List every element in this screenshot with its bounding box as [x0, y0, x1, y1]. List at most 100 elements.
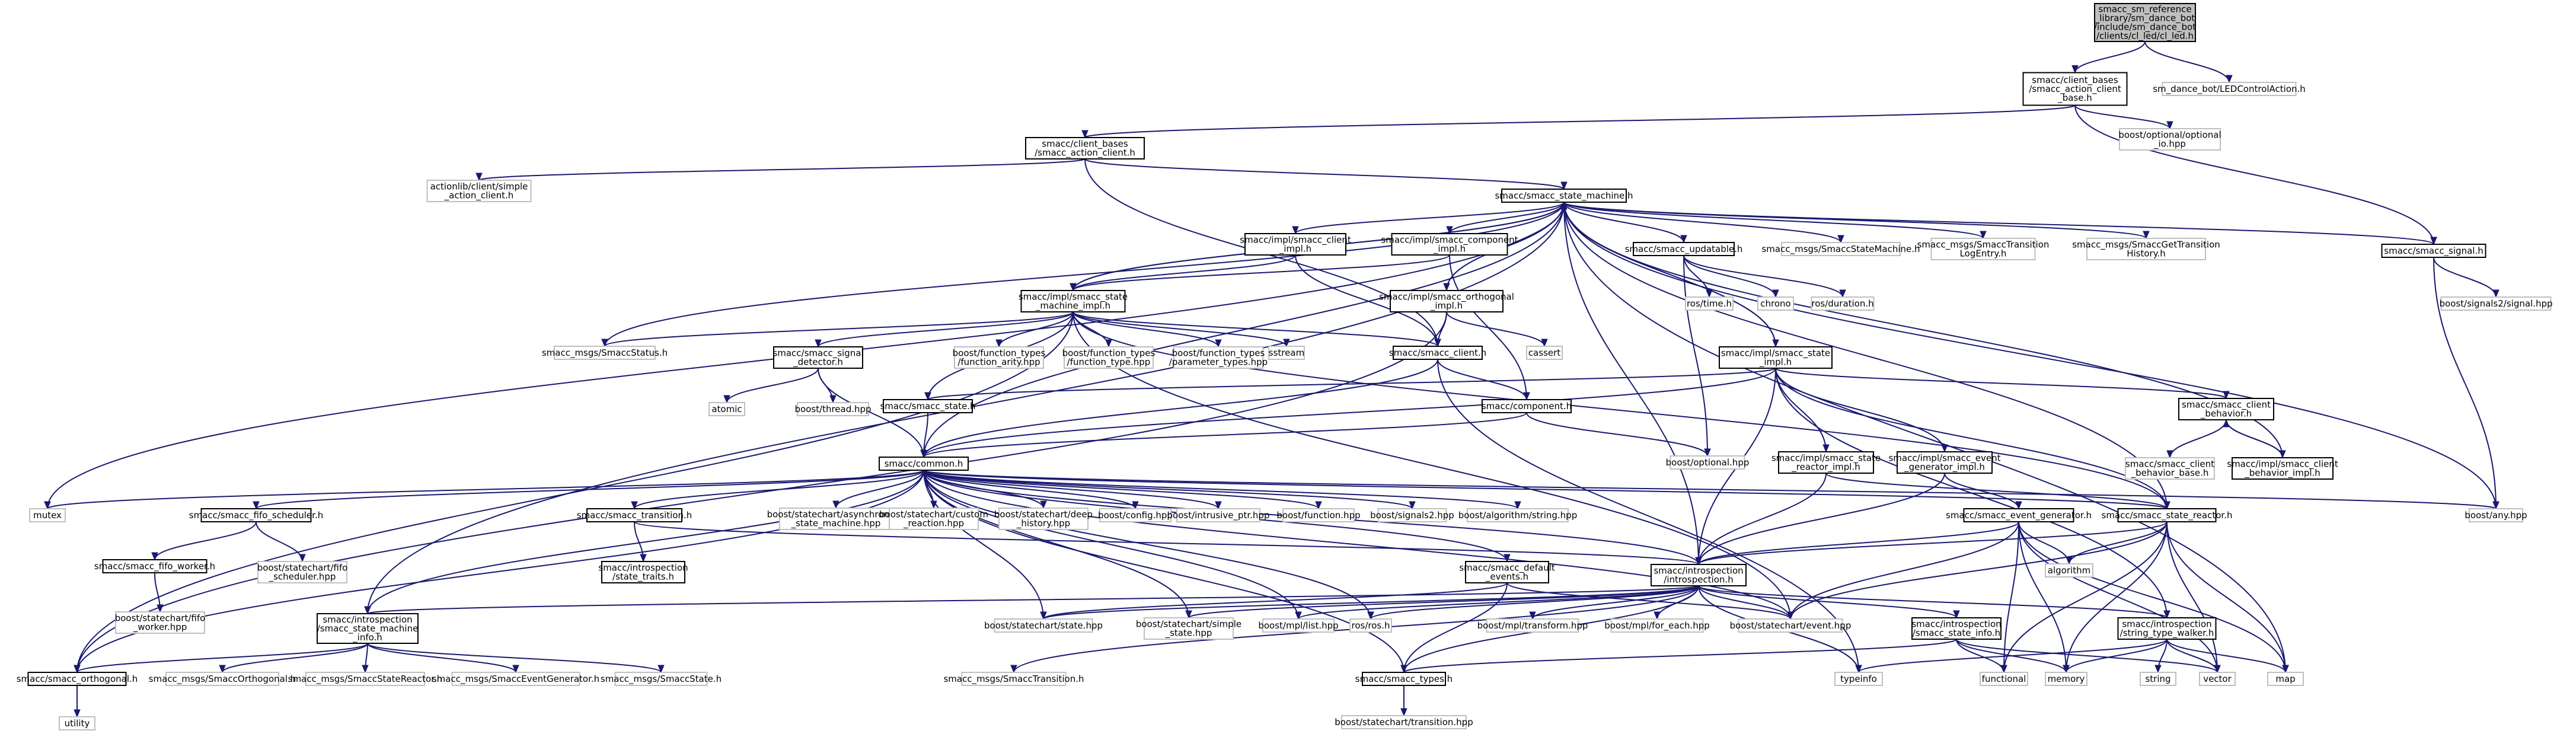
node-label: smacc/smacc_orthogonal.h	[17, 674, 138, 685]
node-sstate[interactable]: smacc/smacc_state.h	[880, 399, 976, 413]
node-trans[interactable]: smacc/smacc_transition.h	[577, 508, 692, 522]
node-box	[1834, 672, 1883, 686]
node-impsm[interactable]: smacc/impl/smacc_state_machine_impl.h	[1019, 290, 1128, 312]
node-box	[797, 402, 869, 416]
node-label: smacc/impl/smacc_state_reactor_impl.h	[1771, 453, 1881, 473]
node-label-line: _impl.h	[1430, 301, 1463, 312]
node-sinfo[interactable]: smacc/introspection/smacc_state_info.h	[1911, 617, 2002, 640]
node-bfparam: boost/function_types/parameter_types.hpp	[1169, 346, 1268, 369]
node-comp[interactable]: smacc/component.h	[1482, 399, 1572, 413]
node-box	[1610, 618, 1704, 633]
edge-impcomp-to-impsm	[1070, 254, 1450, 292]
node-defev[interactable]: smacc/smacc_default_events.h	[1459, 561, 1555, 583]
node-impclient[interactable]: smacc/impl/smacc_client_impl.h	[1240, 233, 1351, 256]
node-label: boost/statechart/simple_state.hpp	[1136, 619, 1241, 639]
node-box	[998, 508, 1089, 530]
node-label: typeinfo	[1840, 674, 1877, 684]
node-label: smacc/smacc_client_behavior_base.h	[2125, 459, 2214, 479]
node-label: smacc_msgs/SmaccEventGenerator.h	[432, 674, 599, 685]
node-basync: boost/statechart/asynchronous_state_mach…	[767, 508, 905, 530]
edge-cab-to-bopt	[2074, 105, 2173, 130]
node-cbimpl[interactable]: smacc/impl/smacc_client_behavior_impl.h	[2227, 457, 2338, 480]
node-sclient[interactable]: smacc/smacc_client.h	[1389, 346, 1486, 360]
node-atomic: atomic	[708, 402, 745, 416]
node-impcomp[interactable]: smacc/impl/smacc_component_impl.h	[1381, 233, 1518, 256]
node-stypes[interactable]: smacc/smacc_types.h	[1355, 672, 1453, 686]
node-box	[29, 508, 66, 522]
node-box	[451, 672, 580, 686]
node-box	[1244, 233, 1346, 256]
node-label: smacc/smacc_event_generator.h	[1946, 510, 2092, 521]
node-root[interactable]: smacc_sm_reference_library/sm_dance_bot/…	[2094, 3, 2196, 42]
node-impstate[interactable]: smacc/impl/smacc_state_impl.h	[1719, 346, 1833, 369]
node-ssig[interactable]: smacc/smacc_signal.h	[2381, 244, 2486, 258]
node-bintr: boost/intrusive_ptr.hpp	[1167, 508, 1269, 522]
node-label-line: _reaction.hpp	[903, 518, 964, 529]
node-label-line: smacc_msgs/SmaccStatus.h	[542, 347, 668, 359]
node-box	[257, 561, 347, 583]
node-common[interactable]: smacc/common.h	[879, 457, 969, 471]
node-evgen[interactable]: smacc/smacc_event_generator.h	[1946, 508, 2092, 522]
node-box	[165, 672, 279, 686]
node-box	[102, 559, 208, 573]
node-label-line: smacc/introspection	[1911, 619, 2001, 630]
node-meg: smacc_msgs/SmaccEventGenerator.h	[432, 672, 599, 686]
node-bmpltr: boost/mpl/transform.hpp	[1477, 618, 1588, 633]
node-box	[1526, 346, 1563, 360]
node-bsig2: boost/signals2/signal.hpp	[2439, 296, 2553, 311]
node-sorth[interactable]: smacc/smacc_orthogonal.h	[17, 672, 138, 686]
node-label-line: /state_traits.h	[612, 572, 674, 583]
node-box	[59, 716, 95, 730]
node-label: vector	[2203, 674, 2232, 684]
node-fifow[interactable]: smacc/smacc_fifo_worker.h	[94, 559, 215, 573]
node-bdeep: boost/statechart/deep_history.hpp	[994, 508, 1093, 530]
node-label-line: smacc/impl/smacc_event	[1888, 453, 2000, 464]
node-strait[interactable]: smacc/introspection/state_traits.h	[598, 561, 688, 583]
node-importh[interactable]: smacc/impl/smacc_orthogonal_impl.h	[1379, 290, 1514, 312]
edge-ssm-to-mgth	[1563, 202, 2150, 240]
node-box	[994, 618, 1093, 633]
node-label-line: smacc/smacc_default	[1459, 563, 1555, 574]
node-mtrans: smacc_msgs/SmaccTransition.h	[943, 672, 1084, 686]
node-box	[889, 508, 979, 530]
node-label-line: boost/config.hpp	[1098, 510, 1173, 521]
node-label-line: smacc/client_bases	[1042, 139, 1128, 150]
node-label-line: /smacc_action_client	[2029, 84, 2121, 95]
node-bfarity: boost/function_types/function_arity.hpp	[953, 346, 1046, 369]
node-sreact[interactable]: smacc/smacc_state_reactor.h	[2102, 508, 2233, 522]
node-label-line: boost/optional.hpp	[1666, 457, 1750, 468]
node-ledact: sm_dance_bot/LEDControlAction.h	[2153, 82, 2306, 96]
node-stw[interactable]: smacc/introspection/string_type_walker.h	[2117, 617, 2217, 640]
node-label-line: boost/thread.hpp	[794, 404, 871, 414]
node-label-line: _history.hpp	[1016, 518, 1070, 529]
node-box	[1173, 346, 1263, 369]
node-cab[interactable]: smacc/client_bases/smacc_action_client_b…	[2022, 72, 2128, 106]
edge-ssm-to-impclient	[1292, 202, 1565, 235]
node-fifos[interactable]: smacc/smacc_fifo_scheduler.h	[189, 508, 323, 522]
node-label: smacc/introspection/introspection.h	[1654, 566, 1743, 585]
edge-sreact-to-algorithm	[2066, 521, 2168, 565]
node-smi[interactable]: smacc/introspection/smacc_state_machine_…	[317, 613, 419, 644]
node-box	[1390, 290, 1504, 312]
edge-smi-to-sorth	[74, 643, 368, 674]
node-cbeh[interactable]: smacc/smacc_client_behavior.h	[2178, 398, 2274, 420]
node-label-line: _behavior_impl.h	[2244, 468, 2320, 479]
node-label-line: smacc_msgs/SmaccTransition	[1917, 240, 2050, 251]
node-ssm[interactable]: smacc/smacc_state_machine.h	[1495, 189, 1633, 203]
node-label: boost/mpl/list.hpp	[1258, 620, 1338, 631]
node-cac[interactable]: smacc/client_bases/smacc_action_client.h	[1025, 137, 1145, 159]
edge-sinfo-to-vector	[1956, 639, 2221, 674]
node-supd[interactable]: smacc/smacc_updatable.h	[1625, 242, 1743, 256]
node-impsr[interactable]: smacc/impl/smacc_state_reactor_impl.h	[1771, 451, 1881, 474]
node-box	[27, 672, 127, 686]
node-label-line: smacc/introspection	[2122, 619, 2211, 630]
node-sigdet[interactable]: smacc/smacc_signal_detector.h	[773, 346, 864, 369]
edge-sreact-to-bevent	[1787, 521, 2168, 620]
node-label-line: /smacc_state_machine	[317, 623, 419, 634]
edge-intro-to-bsimple	[1185, 585, 1699, 619]
node-label-line: /smacc_state_info.h	[1913, 628, 2000, 639]
node-impeg[interactable]: smacc/impl/smacc_event_generator_impl.h	[1888, 451, 2001, 474]
node-box	[954, 346, 1044, 369]
edge-root-to-ledact	[2144, 41, 2233, 84]
node-intro[interactable]: smacc/introspection/introspection.h	[1651, 564, 1747, 586]
